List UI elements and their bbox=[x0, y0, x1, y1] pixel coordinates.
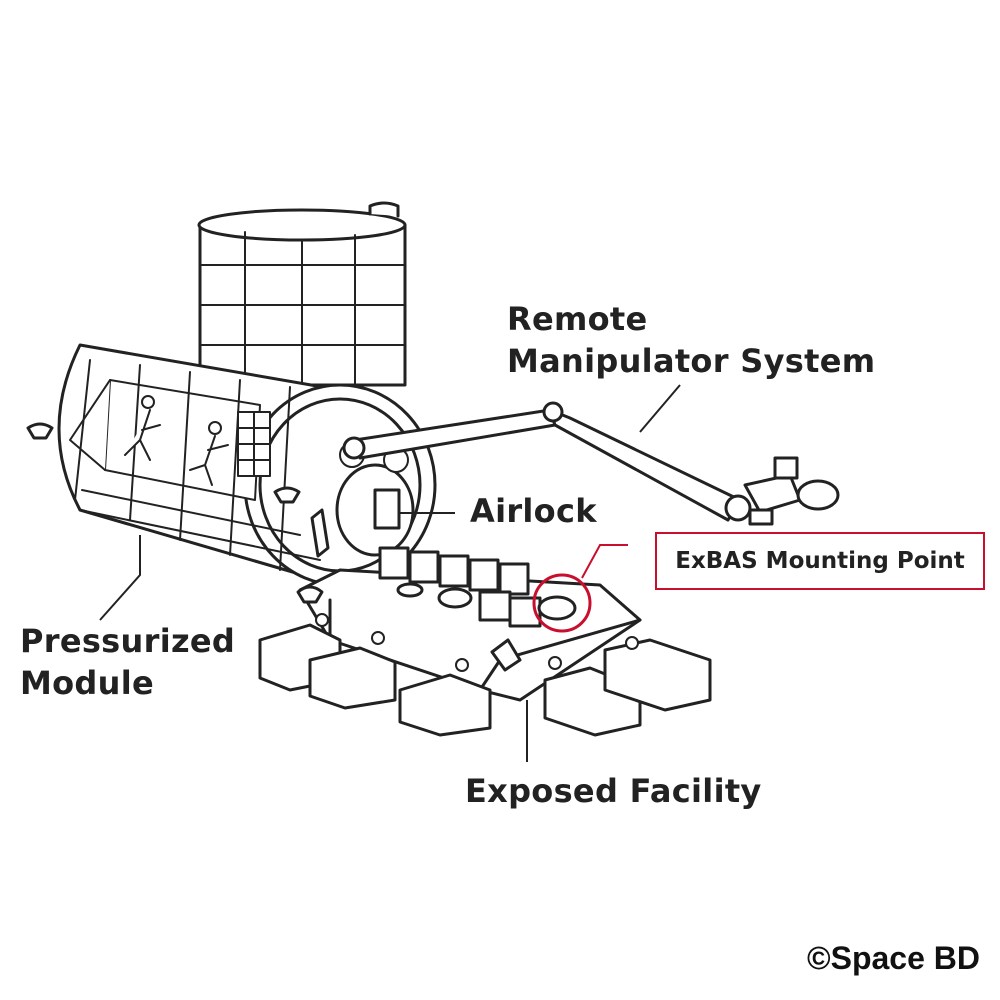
exposed-facility bbox=[258, 546, 712, 737]
exposed-facility-label: Exposed Facility bbox=[465, 772, 762, 810]
remote-manipulator-arm bbox=[342, 401, 840, 526]
exbas-callout-box: ExBAS Mounting Point bbox=[655, 532, 985, 590]
pressurized-label-line1: Pressurized bbox=[20, 622, 236, 660]
copyright-credit: ©Space BD bbox=[807, 940, 980, 976]
exbas-leader-line bbox=[581, 544, 628, 579]
rms-leader-line bbox=[639, 384, 681, 433]
pressurized-leader-line bbox=[99, 535, 141, 621]
exbas-label: ExBAS Mounting Point bbox=[675, 548, 965, 574]
airlock-label: Airlock bbox=[470, 492, 597, 530]
rms-label-line2: Manipulator System bbox=[507, 342, 876, 380]
pressurized-label-line2: Module bbox=[20, 664, 154, 702]
exbas-highlight-circle bbox=[532, 573, 592, 633]
rms-label-line1: Remote bbox=[507, 300, 648, 338]
logistics-module bbox=[197, 201, 407, 387]
